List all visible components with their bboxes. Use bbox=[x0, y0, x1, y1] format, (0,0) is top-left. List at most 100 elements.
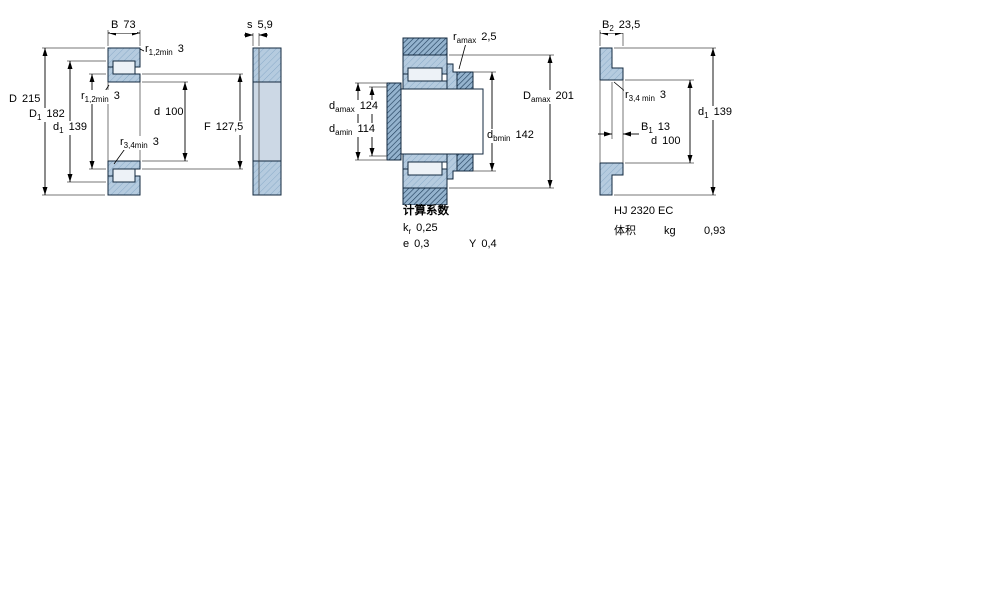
dim-value: 114 bbox=[357, 123, 376, 135]
dim-value: 3 bbox=[113, 90, 120, 102]
roller-top bbox=[407, 67, 443, 82]
dim-s-label: s 5,9 bbox=[246, 19, 274, 34]
housing-bottom bbox=[402, 187, 448, 206]
factor-Y: Y 0,4 bbox=[468, 238, 498, 253]
dim-sub: bmin bbox=[493, 134, 511, 144]
dim-value: 127,5 bbox=[215, 121, 244, 133]
dim-value: 182 bbox=[46, 108, 65, 120]
dim-sub: 1,2min bbox=[148, 48, 173, 58]
factor-base: e bbox=[403, 238, 410, 250]
abutment-sleeve-bottom bbox=[456, 153, 474, 172]
dim-F-label: F 127,5 bbox=[203, 121, 245, 136]
factor-base: k bbox=[403, 222, 409, 234]
dim-base: B bbox=[111, 19, 119, 31]
dim-value: 201 bbox=[555, 90, 574, 102]
roller-bottom bbox=[407, 161, 443, 176]
dim-B2-label: B2 23,5 bbox=[601, 19, 642, 34]
dim-value: 5,9 bbox=[257, 19, 273, 31]
dim-sub: 1 bbox=[36, 113, 42, 123]
dim-D-label: D 215 bbox=[8, 93, 42, 108]
factor-value: 0,4 bbox=[481, 238, 497, 250]
dim-d-label: d 100 bbox=[153, 106, 185, 121]
factor-kr: kr 0,25 bbox=[402, 222, 439, 237]
dim-base: B bbox=[641, 121, 649, 133]
dim-sub: 2 bbox=[609, 24, 614, 34]
dim-base: d bbox=[154, 106, 161, 118]
side-ring-bottom bbox=[252, 160, 282, 196]
side-ring-middle bbox=[252, 81, 282, 162]
dim-r34hj-label: r3,4 min 3 bbox=[624, 89, 668, 104]
dim-base: D bbox=[9, 93, 17, 105]
calculation-factors-heading: 计算系数 bbox=[402, 205, 450, 219]
dim-base: r bbox=[120, 136, 124, 148]
dim-sub: 1,2min bbox=[84, 95, 109, 105]
dim-base: s bbox=[247, 19, 253, 31]
dim-value: 139 bbox=[68, 121, 87, 133]
dim-base: d bbox=[487, 129, 494, 141]
dim-value: 3 bbox=[659, 89, 667, 101]
dim-value: 142 bbox=[515, 129, 534, 141]
dim-value: 100 bbox=[165, 106, 184, 118]
dim-base: F bbox=[204, 121, 211, 133]
dim-B1-label: B1 13 bbox=[640, 121, 672, 136]
hj-angle-ring-bottom bbox=[446, 153, 458, 180]
dim-sub: 1 bbox=[648, 126, 653, 136]
dim-value: 13 bbox=[657, 121, 671, 133]
dim-sub: amin bbox=[335, 128, 353, 138]
dim-D1-label: D1 182 bbox=[28, 108, 66, 123]
dim-damax-label: damax 124 bbox=[328, 100, 380, 115]
roller-top bbox=[112, 60, 136, 75]
dim-base: D bbox=[523, 90, 531, 102]
product-designation: HJ 2320 EC bbox=[613, 205, 675, 218]
factor-sub: r bbox=[408, 227, 412, 237]
dim-r12-inner-label: r1,2min 3 bbox=[80, 90, 121, 105]
hj-ring-top bbox=[599, 47, 624, 81]
dim-base: r bbox=[81, 90, 85, 102]
dim-dhj-label: d 100 bbox=[650, 135, 682, 150]
dim-value: 3 bbox=[152, 136, 159, 148]
roller-bottom bbox=[112, 168, 136, 183]
mass-value: 0,93 bbox=[703, 225, 727, 238]
dim-value: 2,5 bbox=[481, 31, 497, 43]
section-view bbox=[42, 30, 243, 196]
hj-angle-ring-top bbox=[446, 63, 458, 90]
factor-base: Y bbox=[469, 238, 477, 250]
hj-ring-bottom bbox=[599, 162, 624, 196]
dim-sub: 1 bbox=[704, 111, 709, 121]
dim-value: 124 bbox=[359, 100, 379, 112]
hj-ring-view bbox=[598, 30, 716, 196]
dim-base: r bbox=[625, 89, 629, 101]
dim-value: 23,5 bbox=[618, 19, 641, 31]
dim-base: d bbox=[651, 135, 658, 147]
factor-value: 0,3 bbox=[414, 238, 430, 250]
side-ring-top bbox=[252, 47, 282, 83]
dim-value: 100 bbox=[662, 135, 681, 147]
shaft bbox=[400, 88, 484, 155]
dim-sub: amax bbox=[335, 105, 355, 115]
mass-unit: kg bbox=[663, 225, 677, 238]
dim-base: d bbox=[329, 100, 336, 112]
factor-e: e 0,3 bbox=[402, 238, 431, 253]
housing-top bbox=[402, 37, 448, 56]
dim-d1hj-label: d1 139 bbox=[697, 106, 733, 121]
dim-base: D bbox=[29, 108, 37, 120]
dim-value: 215 bbox=[21, 93, 41, 105]
factor-value: 0,25 bbox=[416, 222, 438, 234]
dim-base: d bbox=[53, 121, 60, 133]
dim-sub: amax bbox=[456, 36, 477, 46]
mounting-view bbox=[355, 37, 554, 206]
dim-value: 3 bbox=[177, 43, 184, 55]
dim-sub: 3,4 min bbox=[628, 94, 655, 104]
dim-dbmin-label: dbmin 142 bbox=[486, 129, 535, 144]
dim-base: d bbox=[698, 106, 705, 118]
dim-value: 139 bbox=[713, 106, 732, 118]
side-view bbox=[244, 31, 282, 196]
dim-base: B bbox=[602, 19, 610, 31]
